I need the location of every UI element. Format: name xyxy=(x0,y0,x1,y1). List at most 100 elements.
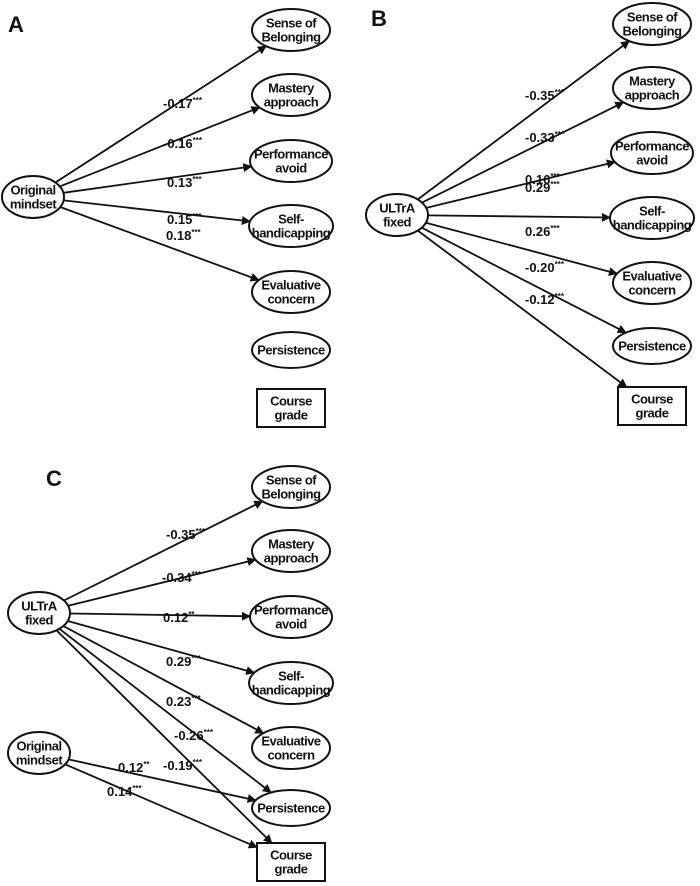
significance-stars: *** xyxy=(192,570,202,579)
node-pers: Persistence xyxy=(251,331,331,369)
panel-letter: A xyxy=(8,12,24,37)
node-box xyxy=(256,842,326,882)
coefficient-value: -0.34 xyxy=(162,570,192,585)
node-ellipse xyxy=(7,591,71,635)
path-arrow-ultra-to-self xyxy=(427,212,611,222)
node-label-line: Self- xyxy=(639,204,665,219)
path-arrow-orig-to-sob xyxy=(54,45,267,184)
path-coefficient: -0.33*** xyxy=(525,130,565,145)
path-coefficient: 0.12** xyxy=(118,760,150,775)
path-coefficient: -0.35*** xyxy=(525,88,565,103)
node-label-line: approach xyxy=(264,95,319,110)
node-label-line: Self- xyxy=(278,212,304,227)
coefficient-value: -0.19 xyxy=(163,758,193,773)
node-ellipse xyxy=(249,139,333,183)
path-coefficient: 0.26*** xyxy=(525,224,561,239)
significance-stars: *** xyxy=(192,175,202,184)
path-arrow-ultra-to-mast xyxy=(421,101,625,204)
path-coefficient: -0.12*** xyxy=(525,292,565,307)
node-label-line: Performance xyxy=(254,603,328,618)
significance-stars: *** xyxy=(192,212,202,221)
path-arrow-ultra-to-eval xyxy=(425,221,618,276)
node-label-line: Performance xyxy=(615,139,689,154)
panel-letter: B xyxy=(371,6,387,31)
path-coefficient: -0.16*** xyxy=(163,136,203,151)
node-label-line: Mastery xyxy=(268,81,315,96)
node-ellipse xyxy=(251,465,331,509)
edges xyxy=(417,40,630,388)
significance-stars: *** xyxy=(555,88,565,97)
significance-stars: *** xyxy=(191,228,201,237)
node-label-line: Persistence xyxy=(257,801,325,816)
path-coefficient: -0.20*** xyxy=(525,260,565,275)
coefficient-value: 0.23 xyxy=(166,694,191,709)
coefficient-value: -0.12 xyxy=(525,292,555,307)
node-label-line: Belonging xyxy=(261,30,321,45)
node-label-line: fixed xyxy=(25,613,53,628)
path-coefficient: 0.13*** xyxy=(167,175,203,190)
edges xyxy=(55,500,273,849)
node-label-line: Evaluative xyxy=(261,278,321,293)
node-ellipse xyxy=(365,193,429,237)
coefficient-value: -0.35 xyxy=(525,88,555,103)
significance-stars: *** xyxy=(550,224,560,233)
node-label-line: ULTrA xyxy=(21,599,58,614)
path-coefficient: -0.34*** xyxy=(162,570,202,585)
path-coefficient: 0.29*** xyxy=(525,180,561,195)
path-coefficient: 0.15*** xyxy=(167,212,203,227)
significance-stars: *** xyxy=(191,694,201,703)
significance-stars: *** xyxy=(132,784,142,793)
path-arrow-ultra-to-perf xyxy=(69,611,251,621)
node-label-line: Performance xyxy=(254,147,328,162)
coefficient-value: 0.26 xyxy=(525,224,550,239)
path-arrow-ultra-to-pers xyxy=(58,628,272,794)
node-label-line: Belonging xyxy=(261,487,321,502)
coefficient-value: 0.29 xyxy=(166,654,191,669)
node-label-line: Mastery xyxy=(629,74,676,89)
path-arrow-ultra-to-self xyxy=(67,620,256,675)
node-label-line: Sense of xyxy=(266,16,317,31)
coefficient-value: -0.33 xyxy=(525,130,555,145)
node-label-line: Course xyxy=(270,394,312,409)
node-label-line: mindset xyxy=(10,197,58,212)
significance-stars: *** xyxy=(193,758,203,767)
node-ellipse xyxy=(612,2,692,46)
significance-stars: *** xyxy=(193,96,203,105)
coefficient-value: 0.18 xyxy=(166,228,191,243)
path-arrow-ultra-to-sob xyxy=(63,500,264,602)
node-label-line: handicapping xyxy=(613,218,692,233)
node-label-line: mindset xyxy=(16,753,64,768)
significance-stars: *** xyxy=(555,130,565,139)
path-coefficient: 0.23*** xyxy=(166,694,202,709)
significance-stars: *** xyxy=(191,654,201,663)
path-coefficient: 0.29*** xyxy=(166,654,202,669)
coefficient-value: 0.12 xyxy=(118,760,143,775)
panel-letter: C xyxy=(46,466,62,491)
significance-stars: *** xyxy=(193,136,203,145)
node-ellipse xyxy=(248,661,334,705)
node-label-line: handicapping xyxy=(252,226,331,241)
path-coefficient: 0.12** xyxy=(163,610,195,625)
significance-stars: *** xyxy=(196,527,206,536)
significance-stars: ** xyxy=(188,610,195,619)
node-label-line: Original xyxy=(10,183,55,198)
node-ellipse xyxy=(1,175,65,219)
node-label-line: Self- xyxy=(278,669,304,684)
